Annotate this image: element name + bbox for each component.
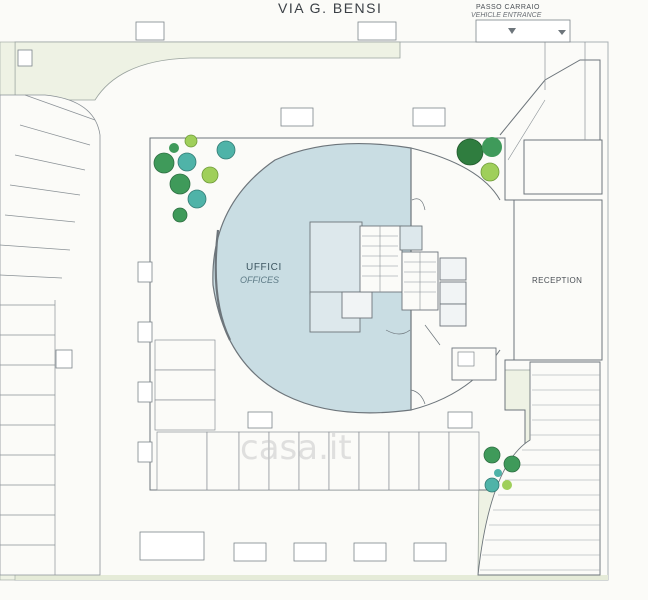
offices-label: UFFICI	[246, 262, 282, 273]
parking-stalls-left	[0, 94, 96, 575]
ramp-stripes	[480, 374, 600, 571]
watermark: casa.it	[240, 428, 352, 468]
arrow-down-icon	[508, 28, 566, 35]
parking-bays-bottom	[156, 431, 480, 491]
stair-treads	[362, 226, 436, 310]
tree-icon	[153, 134, 521, 493]
vehicle-entrance-label: PASSO CARRAIO	[476, 4, 540, 11]
street-name: VIA G. BENSI	[278, 0, 383, 16]
vehicle-entrance-label-en: VEHICLE ENTRANCE	[471, 12, 542, 19]
offices-label-en: OFFICES	[240, 275, 280, 285]
garden-top	[14, 41, 401, 101]
reception-label: RECEPTION	[532, 276, 583, 285]
reception-room	[513, 199, 603, 361]
vent-grilles	[137, 107, 473, 562]
building-core	[309, 221, 467, 333]
